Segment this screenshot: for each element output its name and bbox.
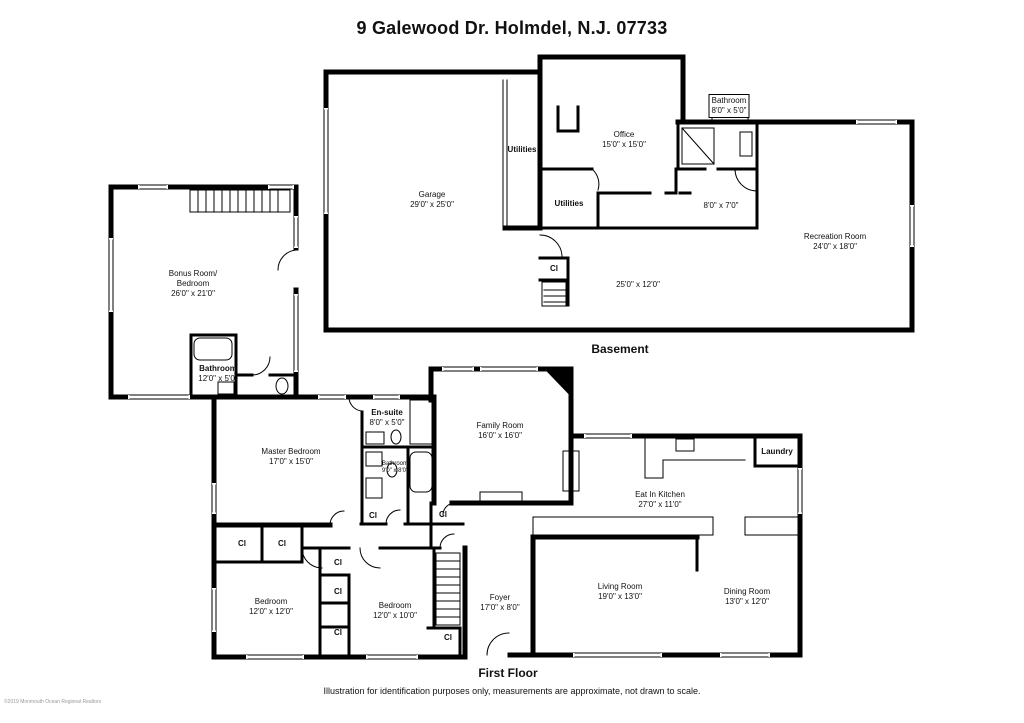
room-office: Office 15'0" x 15'0" [602,130,646,150]
closet-bedroom-3: Cl [334,628,342,638]
closet-label: Cl [439,510,447,519]
room-name-2: Bedroom [176,279,210,288]
room-bonus-bedroom: Bonus Room/ Bedroom 26'0" x 21'0" [169,269,217,299]
closet-basement: Cl [550,264,558,274]
closet-hall-1: Cl [369,511,377,521]
stairs [189,189,567,626]
room-name: Family Room [476,421,524,430]
room-dims: 17'0" x 8'0" [480,603,520,612]
room-dims: 16'0" x 16'0" [478,431,522,440]
room-bonus-bathroom: Bathroom 12'0" x 5'0" [198,364,237,384]
room-dims: 15'0" x 15'0" [602,140,646,149]
closet-label: Cl [334,558,342,567]
closet-label: Cl [444,633,452,642]
first-floor-label: First Floor [478,666,538,680]
room-recreation: Recreation Room 24'0" x 18'0" [804,232,866,252]
room-name: Bathroom [711,96,747,105]
room-dims: 17'0" x 15'0" [269,457,313,466]
room-name: Garage [418,190,446,199]
room-basement-hall: 25'0" x 12'0" [616,280,660,290]
closet-family: Cl [439,510,447,520]
room-dims: 8'0" x 5'0" [369,418,405,427]
room-dims: 25'0" x 12'0" [616,280,660,289]
room-name: En-suite [371,408,403,417]
room-name: Recreation Room [803,232,867,241]
basement-label: Basement [591,342,649,356]
room-dims: 12'0" x 10'0" [373,611,417,620]
room-bedroom-1: Bedroom 12'0" x 12'0" [249,597,293,617]
room-name: Cl [550,264,558,273]
closet-master-1: Cl [238,539,246,549]
basement-openings [323,79,915,307]
room-name: Office [613,130,635,139]
room-name: Eat In Kitchen [635,490,685,499]
first-floor-walls [108,184,803,660]
credit: ©2019 Monmouth Ocean Regional Realtors [4,699,102,705]
room-dims: 8'0" x 5'0" [711,106,747,115]
room-name: Living Room [597,582,643,591]
closet-label: Cl [369,511,377,520]
closet-label: Cl [278,539,286,548]
room-name: Bathroom [199,364,237,373]
chimney [543,368,572,398]
room-name: Foyer [489,593,511,602]
room-dims: 26'0" x 21'0" [171,289,215,298]
closet-bedroom-2: Cl [334,587,342,597]
page-title: 9 Galewood Dr. Holmdel, N.J. 07733 [356,18,668,38]
room-laundry: Laundry [761,447,793,457]
room-dims: 8'0" x 7'0" [703,201,739,210]
room-en-suite: En-suite 8'0" x 5'0" [370,408,405,428]
room-name: Dining Room [723,587,771,596]
room-foyer: Foyer 17'0" x 8'0" [480,593,519,613]
room-name: Laundry [761,447,793,456]
room-name: Utilities [507,145,537,154]
room-master-bedroom: Master Bedroom 17'0" x 15'0" [261,447,320,467]
closet-label: Cl [238,539,246,548]
room-family: Family Room 16'0" x 16'0" [476,421,523,441]
room-name: Bedroom [254,597,288,606]
disclaimer: Illustration for identification purposes… [323,686,701,696]
room-name: Utilities [554,199,584,208]
room-name: Bonus Room/ [168,269,218,278]
room-kitchen: Eat In Kitchen 27'0" x 11'0" [635,490,685,510]
room-living: Living Room 19'0" x 13'0" [598,582,642,602]
room-hall-bathroom: Bathroom 9'0" x 8'0" [382,461,408,475]
closet-master-2: Cl [278,539,286,549]
closet-label: Cl [334,587,342,596]
room-name: Bedroom [378,601,412,610]
room-name: Bathroom [381,461,409,467]
room-garage: Garage 29'0" x 25'0" [410,190,454,210]
room-bedroom-2: Bedroom 12'0" x 10'0" [373,601,417,621]
first-floor-openings [108,184,803,660]
room-name: Master Bedroom [261,447,321,456]
room-dims: 12'0" x 12'0" [249,607,293,616]
room-dining: Dining Room 13'0" x 12'0" [724,587,770,607]
room-utilities-lower: Utilities [555,199,584,209]
room-dims: 9'0" x 8'0" [381,468,409,474]
room-utilities-upper: Utilities [508,145,537,155]
closet-label: Cl [334,628,342,637]
room-dims: 27'0" x 11'0" [638,500,682,509]
closet-bedroom-1: Cl [334,558,342,568]
room-basement-bathroom: Bathroom 8'0" x 5'0" [708,94,750,118]
room-dims: 24'0" x 18'0" [813,242,857,251]
room-dims: 19'0" x 13'0" [598,592,642,601]
room-dims: 12'0" x 5'0" [198,374,238,383]
closet-foyer: Cl [444,633,452,643]
room-basement-small: 8'0" x 7'0" [704,201,739,211]
room-dims: 29'0" x 25'0" [410,200,454,209]
room-dims: 13'0" x 12'0" [725,597,769,606]
